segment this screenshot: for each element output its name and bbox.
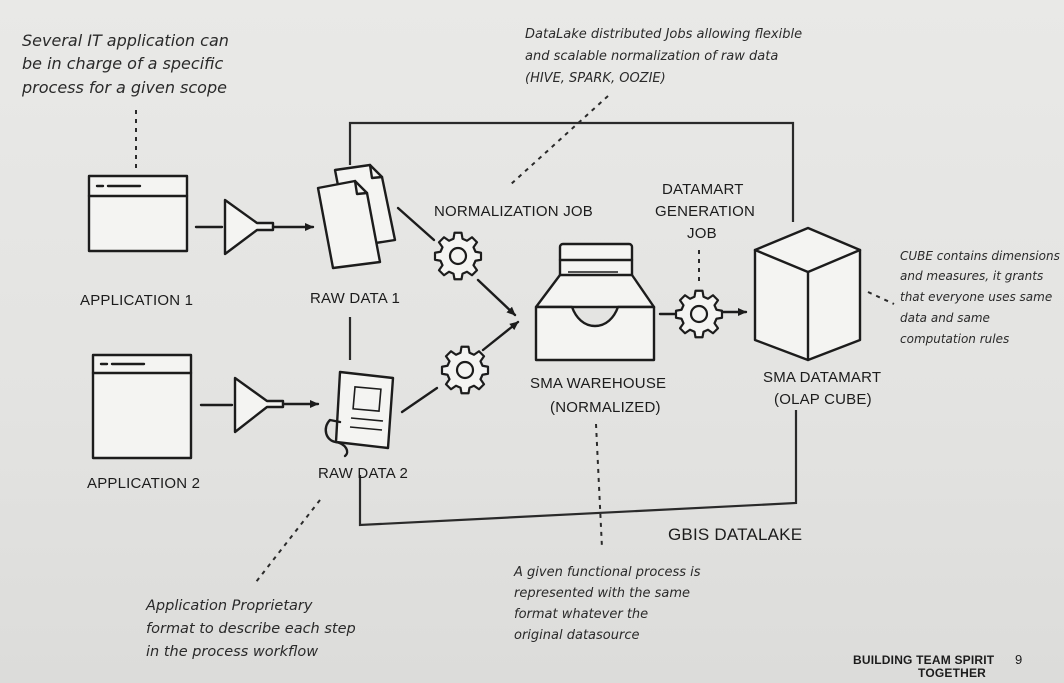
- datamart-job-label-line-3: JOB: [687, 225, 717, 242]
- svg-text:(HIVE, SPARK, OOZIE): (HIVE, SPARK, OOZIE): [525, 71, 666, 86]
- svg-text:original datasource: original datasource: [514, 628, 639, 643]
- datamart-generation-gear-icon: [674, 289, 724, 339]
- svg-text:CUBE contains dimensions: CUBE contains dimensions: [900, 249, 1060, 263]
- datalake-label: GBIS DATALAKE: [668, 525, 802, 544]
- svg-text:data and same: data and same: [900, 311, 990, 325]
- application-2-window-icon: [91, 353, 193, 460]
- normalization-gear-2-icon: [440, 345, 490, 395]
- svg-text:and measures, it grants: and measures, it grants: [900, 269, 1043, 283]
- raw-data-2-to-gear-connector: [400, 386, 439, 414]
- note-datalake-jobs: DataLake distributed Jobs allowing flexi…: [525, 27, 802, 86]
- raw-data-2-label: RAW DATA 2: [318, 465, 408, 482]
- datamart-job-label-line-1: DATAMART: [662, 181, 744, 198]
- warehouse-label-line-1: SMA WAREHOUSE: [530, 375, 666, 392]
- olap-cube-icon: [753, 226, 862, 362]
- svg-text:TOGETHER: TOGETHER: [918, 666, 986, 680]
- svg-text:Application Proprietary: Application Proprietary: [145, 598, 313, 614]
- svg-text:format whatever the: format whatever the: [514, 607, 648, 622]
- raw-data-1-documents-icon: [316, 163, 397, 270]
- page-number: 9: [1015, 652, 1022, 667]
- proprietary-note-pointer: [255, 499, 321, 583]
- svg-text:DataLake distributed Jobs allo: DataLake distributed Jobs allowing flexi…: [525, 27, 802, 42]
- svg-text:be in charge of a specific: be in charge of a specific: [22, 54, 223, 73]
- raw-data-1-to-gear-connector: [396, 206, 436, 242]
- note-it-applications: Several IT application can be in charge …: [21, 31, 229, 97]
- raw-data-1-label: RAW DATA 1: [310, 290, 400, 307]
- svg-text:that everyone uses same: that everyone uses same: [900, 290, 1052, 304]
- datalake-jobs-note-pointer: [509, 95, 609, 186]
- svg-text:in the process workflow: in the process workflow: [146, 644, 318, 660]
- svg-text:and scalable normalization of: and scalable normalization of raw data: [525, 49, 778, 64]
- svg-text:represented with the same: represented with the same: [514, 586, 690, 601]
- svg-text:format to describe each step: format to describe each step: [146, 621, 356, 637]
- gear-1-to-warehouse-arrow: [476, 278, 517, 317]
- gear-2-to-warehouse-arrow: [481, 320, 520, 352]
- cube-note-pointer: [867, 291, 895, 305]
- warehouse-label-line-2: (NORMALIZED): [550, 399, 661, 416]
- datamart-job-label-line-2: GENERATION: [655, 203, 755, 220]
- svg-text:A given functional process is: A given functional process is: [513, 565, 701, 580]
- normalization-gear-1-icon: [433, 231, 483, 281]
- datamart-label-line-2: (OLAP CUBE): [774, 391, 872, 408]
- functional-note-pointer: [595, 423, 603, 549]
- note-cube: CUBE contains dimensions and measures, i…: [900, 249, 1060, 346]
- note-functional-process: A given functional process is represente…: [513, 565, 701, 643]
- svg-text:process for a given scope: process for a given scope: [21, 78, 227, 97]
- datamart-label-line-1: SMA DATAMART: [763, 369, 881, 386]
- raw-data-2-scroll-icon: [324, 370, 395, 458]
- warehouse-inbox-icon: [534, 242, 656, 362]
- funnel-1-icon: [194, 198, 315, 256]
- funnel-2-icon: [199, 376, 320, 434]
- application-1-label: APPLICATION 1: [80, 292, 193, 309]
- application-2-label: APPLICATION 2: [87, 475, 200, 492]
- datalake-frame: [348, 121, 798, 527]
- note-proprietary-format: Application Proprietary format to descri…: [145, 598, 356, 660]
- svg-text:Several IT application can: Several IT application can: [22, 31, 229, 50]
- svg-text:BUILDING TEAM SPIRIT: BUILDING TEAM SPIRIT: [853, 653, 995, 667]
- normalization-job-label: NORMALIZATION JOB: [434, 203, 593, 220]
- footer-tagline: BUILDING TEAM SPIRIT TOGETHER: [853, 653, 995, 680]
- application-1-window-icon: [87, 174, 189, 253]
- svg-text:computation rules: computation rules: [900, 332, 1009, 346]
